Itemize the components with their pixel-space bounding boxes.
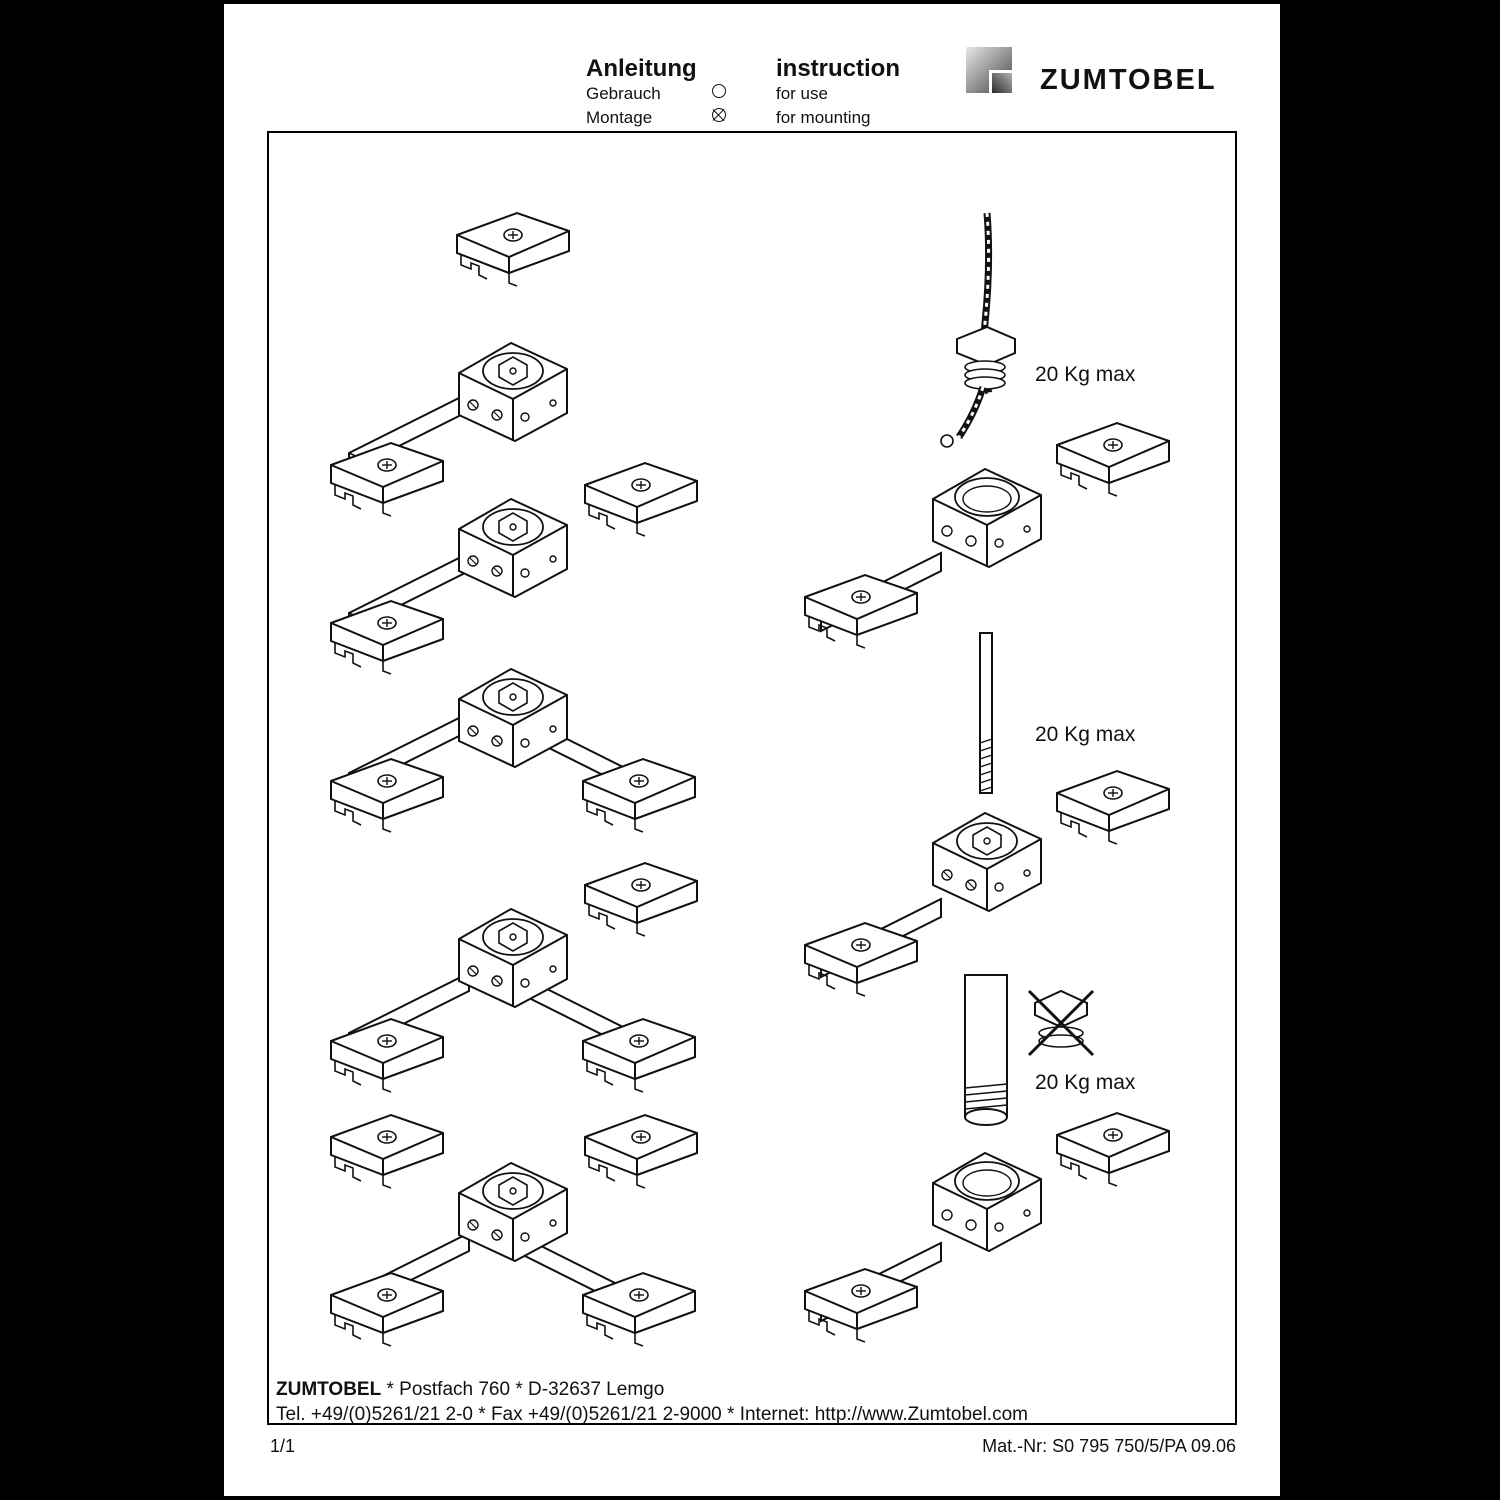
mounting-checkbox xyxy=(712,108,726,122)
wire-rope-suspension xyxy=(940,212,1016,448)
zumtobel-logo-icon xyxy=(966,47,1012,93)
load-label: 20 Kg max xyxy=(1035,723,1136,746)
not-allowed-nut-icon xyxy=(1027,989,1095,1057)
load-label: 20 Kg max xyxy=(1035,1071,1136,1094)
label-for-use: for use xyxy=(776,84,828,103)
title-german: Anleitung xyxy=(586,55,697,82)
assembly-straight-hole-2 xyxy=(804,1112,1170,1343)
page-number: 1/1 xyxy=(270,1436,296,1456)
company-name: ZUMTOBEL xyxy=(276,1379,382,1400)
brand-wordmark: ZUMTOBEL xyxy=(1040,64,1217,96)
label-gebrauch: Gebrauch xyxy=(586,84,661,103)
assembly-straight-rod xyxy=(804,770,1170,997)
instruction-sheet: Anleitung Gebrauch Montage instruction f… xyxy=(222,4,1282,1496)
title-english: instruction xyxy=(776,55,900,82)
header-english: instruction for use for mounting xyxy=(776,56,900,130)
label-for-mounting: for mounting xyxy=(776,108,871,127)
company-address: ZUMTOBEL * Postfach 760 * D-32637 Lemgo xyxy=(276,1378,664,1402)
end-clamp-single xyxy=(456,212,570,287)
assembly-t-shape xyxy=(330,862,698,1093)
assembly-l-shape xyxy=(330,668,696,833)
use-checkbox xyxy=(712,84,726,98)
assembly-end-piece xyxy=(330,342,568,517)
threaded-rod-suspension xyxy=(979,632,993,794)
mounting-drawing xyxy=(330,212,1170,1347)
assembly-cross xyxy=(330,1114,698,1347)
load-label: 20 Kg max xyxy=(1035,363,1136,386)
material-number: Mat.-Nr: S0 795 750/5/PA 09.06 xyxy=(982,1436,1236,1456)
assembly-straight-hole-1 xyxy=(804,422,1170,649)
illustration-frame: 20 Kg max 20 Kg max 20 Kg max ZUMTOBEL *… xyxy=(267,131,1237,1425)
contact-line: Tel. +49/(0)5261/21 2-0 * Fax +49/(0)526… xyxy=(276,1404,1028,1425)
label-montage: Montage xyxy=(586,108,653,127)
tube-suspension xyxy=(964,974,1095,1126)
postal-address: * Postfach 760 * D-32637 Lemgo xyxy=(381,1379,665,1400)
header-german: Anleitung Gebrauch Montage xyxy=(586,56,697,130)
